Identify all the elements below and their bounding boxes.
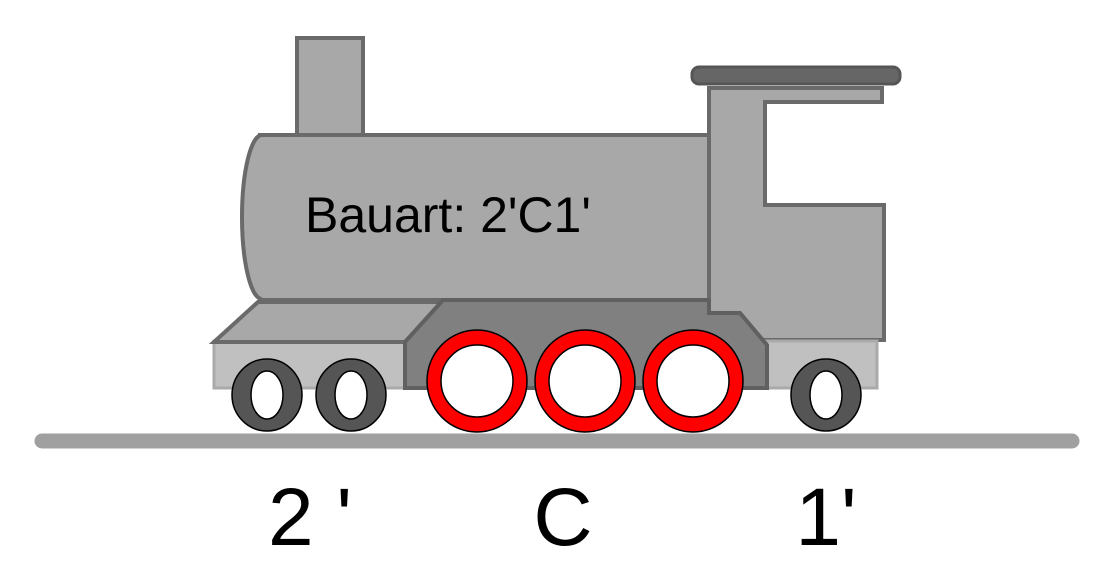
coupled-wheels (426, 329, 744, 433)
coupled-axle-label: C (533, 472, 592, 563)
chimney (295, 36, 365, 150)
trailing-wheel (790, 358, 862, 432)
leading-wheels (231, 358, 387, 432)
trailing-axle-label: 1' (795, 472, 856, 563)
title-label: Bauart: 2'C1' (305, 187, 591, 243)
cab-roof (690, 65, 902, 86)
cab (690, 65, 902, 342)
leading-axle-label: 2 ' (268, 472, 352, 563)
